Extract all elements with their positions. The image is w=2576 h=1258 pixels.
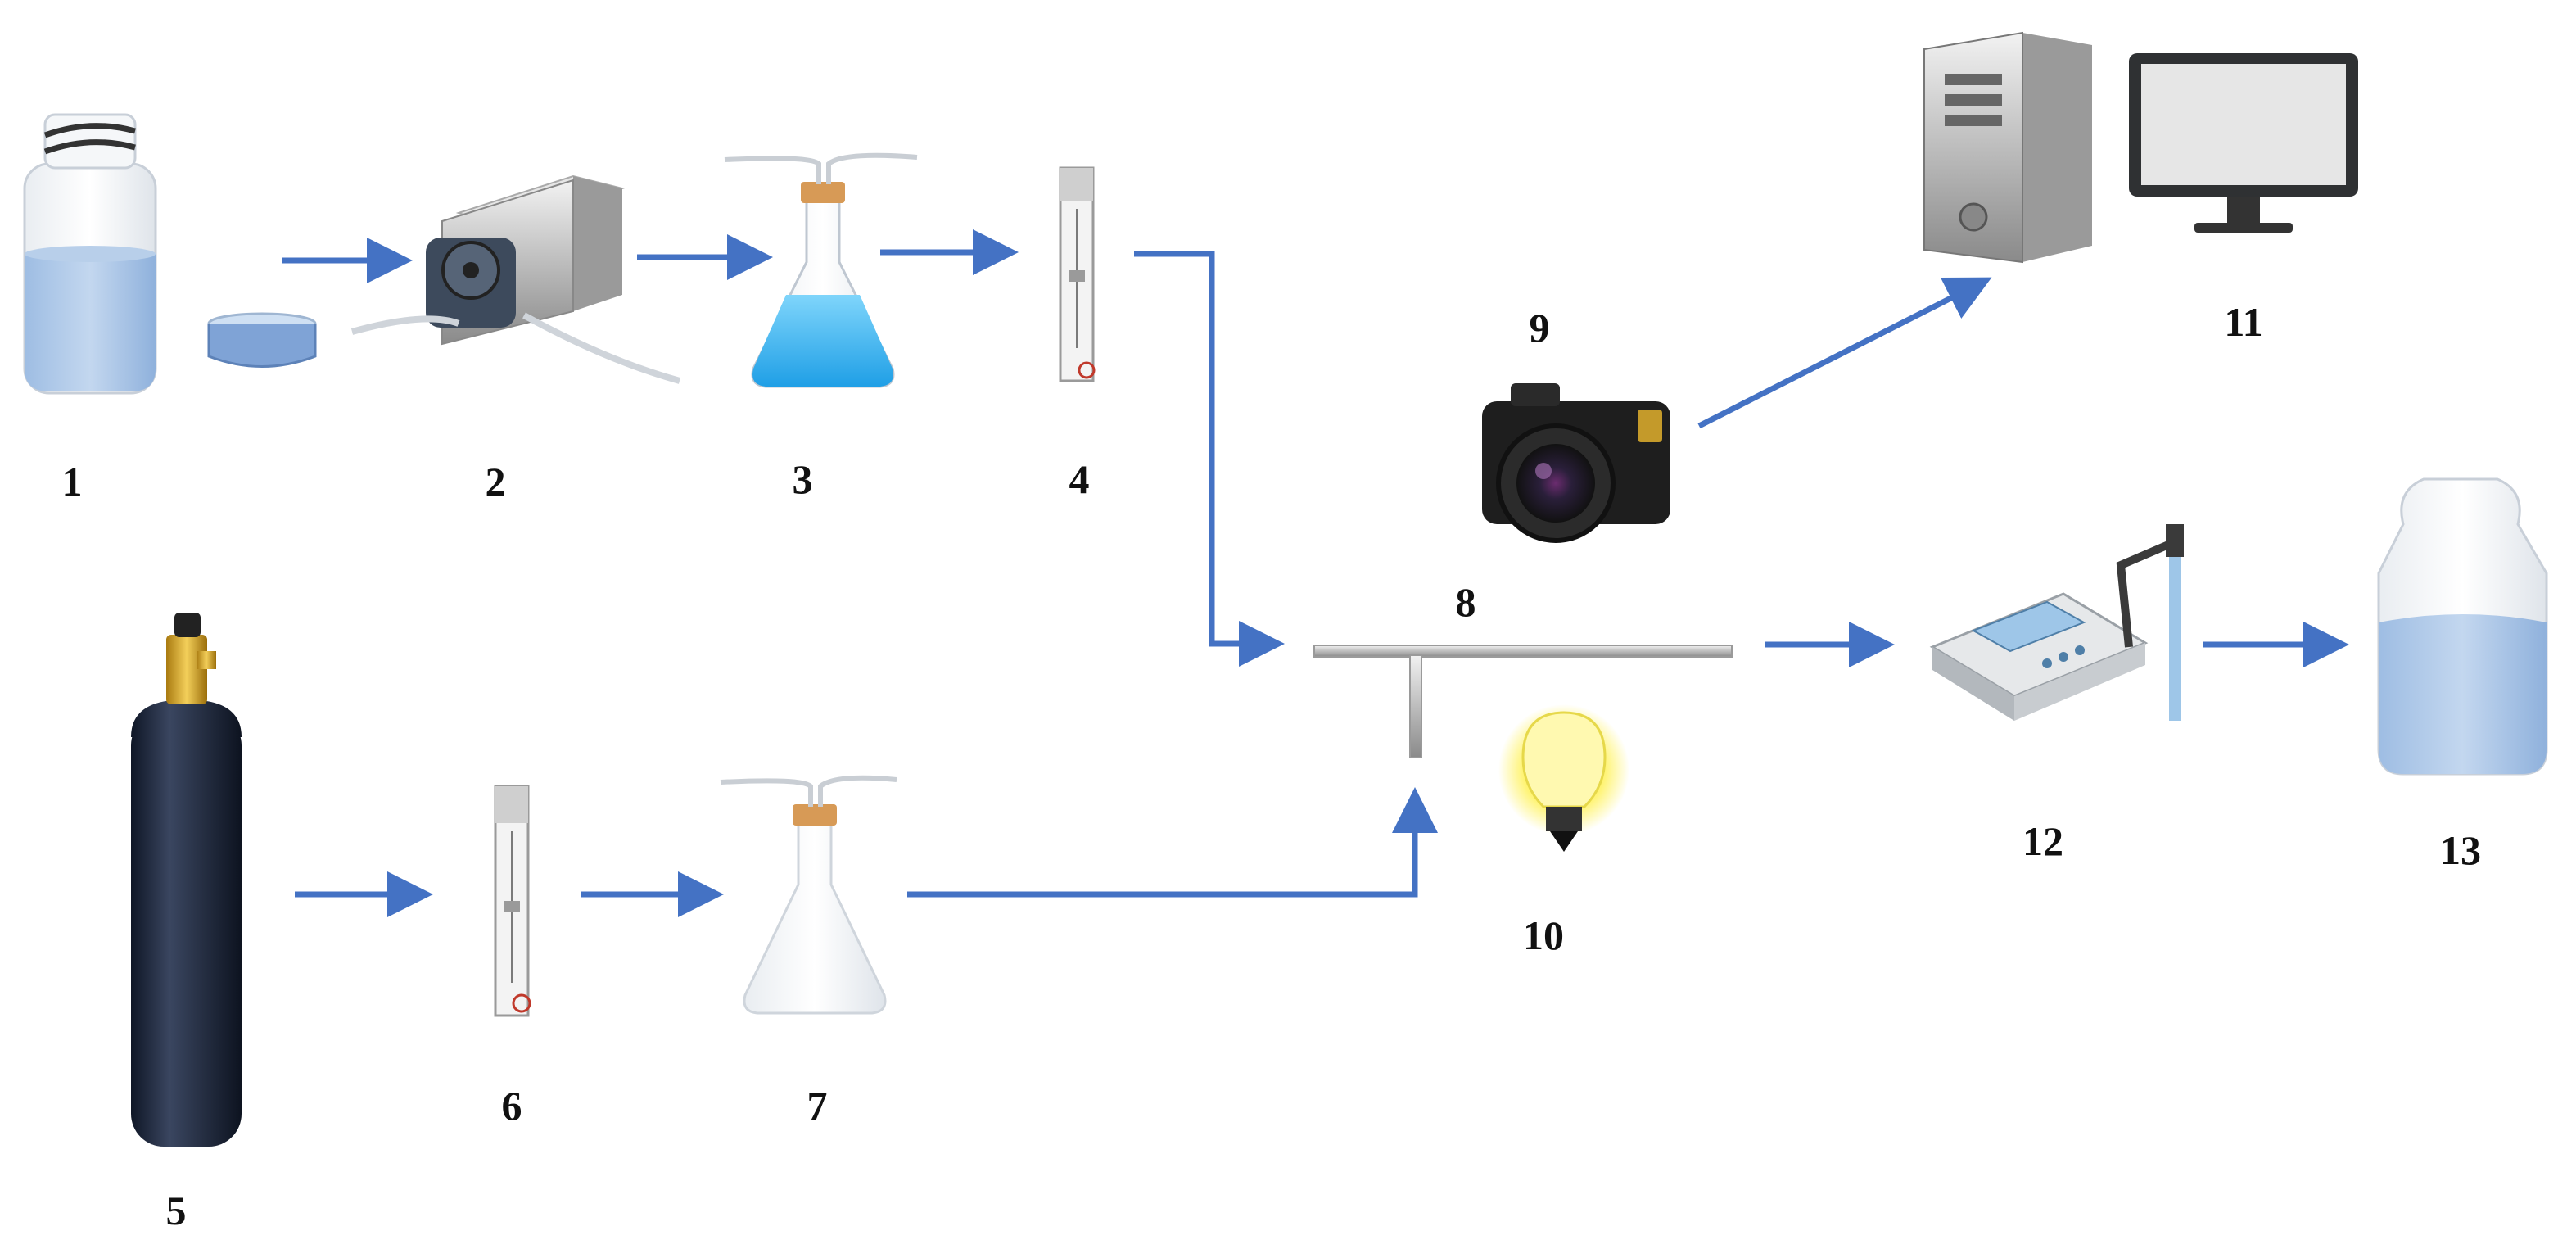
arrow-9-11 [1697,277,1992,429]
light-bulb-icon [1498,704,1629,852]
gas-washing-flask-liquid-icon [724,152,918,388]
label-2: 2 [485,459,506,505]
arrow-4-8 [1134,251,1285,667]
label-1: 1 [61,459,83,505]
label-13: 13 [2440,827,2481,873]
label-8: 8 [1455,579,1476,625]
gas-washing-flask-empty-icon [720,775,897,1015]
ph-meter-icon [1929,524,2184,721]
t-junction-tube-icon [1313,645,1733,758]
collection-beaker-icon [2377,477,2548,776]
camera-icon [1482,383,1670,543]
flowmeter-icon-2 [494,785,531,1017]
gas-cylinder-icon [131,613,242,1147]
computer-icon [1923,31,2358,264]
arrow-7-8 [907,787,1438,898]
label-11: 11 [2224,299,2263,345]
dish-icon [207,312,317,368]
peristaltic-pump-icon [350,174,681,384]
label-6: 6 [501,1083,522,1129]
label-9: 9 [1529,305,1550,351]
label-12: 12 [2022,818,2063,864]
label-5: 5 [165,1188,187,1233]
label-3: 3 [792,456,813,502]
label-7: 7 [807,1083,828,1129]
label-10: 10 [1523,912,1564,958]
flow-arrows [282,229,2349,917]
reagent-bottle-icon [23,113,157,395]
label-4: 4 [1069,456,1090,502]
flowmeter-icon [1059,166,1096,382]
